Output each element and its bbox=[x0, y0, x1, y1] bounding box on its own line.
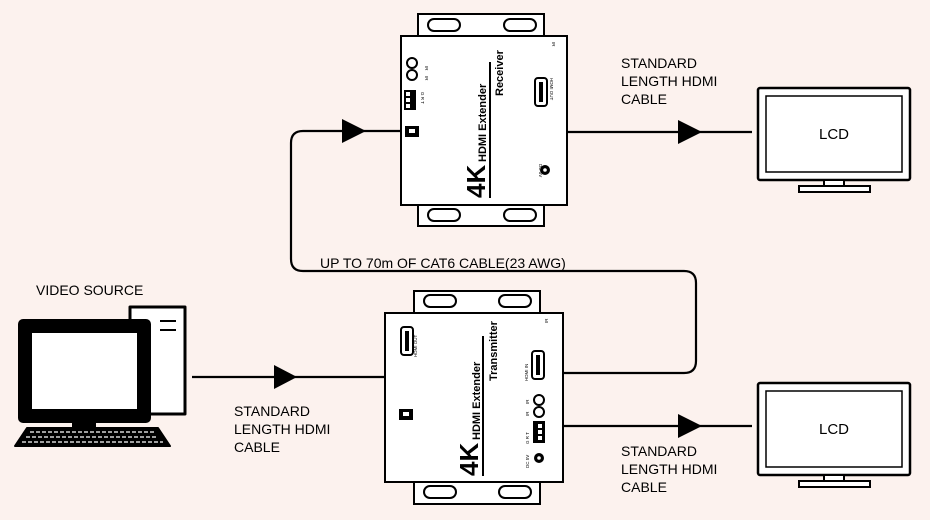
cat6-cable-label: UP TO 70m OF CAT6 CABLE(23 AWG) bbox=[320, 255, 566, 271]
receiver-corner-mark: IR bbox=[551, 42, 556, 47]
terminal-pin bbox=[406, 104, 410, 108]
hdmi-cable-label-line: STANDARD bbox=[621, 443, 697, 459]
transmitter-body bbox=[384, 312, 564, 483]
receiver-dc-port: DC 5V bbox=[538, 164, 550, 177]
arrowheads bbox=[274, 119, 702, 438]
transmitter-mount-hole bbox=[423, 485, 457, 499]
terminal-pin bbox=[538, 430, 542, 434]
computer-icon bbox=[14, 305, 187, 447]
cat6-cable-line bbox=[289, 129, 698, 375]
hdmi-cable-label-line: STANDARD bbox=[234, 403, 310, 419]
receiver-mount-hole bbox=[503, 18, 537, 32]
hdmi-port-inner bbox=[405, 331, 409, 351]
hdmi-port-inner bbox=[539, 82, 543, 102]
hdmi-cable-label-line: LENGTH HDMI bbox=[621, 461, 717, 477]
receiver-unit: 4K HDMI Extender Receiver IR IR G R T HD… bbox=[400, 13, 568, 227]
monitor-screen bbox=[765, 390, 903, 468]
transmitter-hdmi-out-port: HDMI OUT bbox=[400, 326, 418, 357]
transmitter-corner-mark: IR bbox=[544, 318, 549, 323]
hdmi-cable-label-line: CABLE bbox=[234, 439, 280, 455]
transmitter-mount-hole bbox=[498, 294, 532, 308]
receiver-ir-ports: IR IR bbox=[406, 57, 429, 81]
hdmi-cable-label-line: CABLE bbox=[621, 91, 667, 107]
lcd-label: LCD bbox=[819, 421, 849, 438]
transmitter-terminal-block: G R T bbox=[525, 421, 545, 444]
ir-port-label: IR bbox=[525, 399, 530, 404]
lcd-label: LCD bbox=[819, 126, 849, 143]
dc-port-label: DC 5V bbox=[538, 164, 543, 177]
hdmi-cable-label-line: LENGTH HDMI bbox=[621, 73, 717, 89]
transmitter-mount-hole bbox=[423, 294, 457, 308]
hdmi-cable-label-line: LENGTH HDMI bbox=[234, 421, 330, 437]
hdmi-port-label: HDMI IN bbox=[524, 364, 529, 381]
receiver-terminal-block: G R T bbox=[404, 90, 425, 110]
dc-power-inner bbox=[537, 456, 541, 460]
receiver-mount-hole bbox=[427, 18, 461, 32]
transmitter-unit: 4K HDMI Extender Transmitter HDMI OUT HD… bbox=[384, 290, 564, 505]
hdmi-port-label: HDMI OUT bbox=[549, 78, 554, 100]
keyboard-keys bbox=[22, 431, 163, 443]
hdmi-cable-label-line: CABLE bbox=[621, 479, 667, 495]
terminal-pin bbox=[538, 424, 542, 428]
lcd-display-bottom: LCD bbox=[756, 381, 912, 488]
ir-port-label: IR bbox=[424, 66, 429, 71]
monitor-base bbox=[798, 185, 871, 193]
receiver-mount-hole bbox=[503, 208, 537, 222]
rj45-port-notch bbox=[403, 412, 409, 416]
dc-port-label: DC 5V bbox=[525, 455, 530, 468]
transmitter-mount-hole bbox=[498, 485, 532, 499]
transmitter-subtitle: Transmitter bbox=[488, 320, 500, 381]
hdmi-cable-label-source: STANDARD LENGTH HDMI CABLE bbox=[234, 403, 330, 455]
receiver-body bbox=[400, 35, 568, 206]
ir-port-icon bbox=[533, 406, 545, 418]
arrowhead-source bbox=[274, 365, 297, 389]
arrowhead-transmitter-out bbox=[678, 414, 702, 438]
transmitter-hdmi-in-port: HDMI IN bbox=[524, 350, 545, 381]
video-source-label: VIDEO SOURCE bbox=[36, 282, 143, 298]
computer-screen bbox=[32, 333, 137, 409]
terminal-label: G R T bbox=[420, 92, 425, 104]
ir-port-icon bbox=[406, 57, 418, 69]
ir-port-icon bbox=[406, 69, 418, 81]
receiver-rj45-port bbox=[405, 126, 419, 137]
transmitter-model: 4K bbox=[454, 443, 484, 476]
hdmi-port-inner bbox=[536, 355, 540, 375]
terminal-label: G R T bbox=[525, 432, 530, 444]
monitor-base bbox=[798, 480, 871, 488]
ir-port-label: IR bbox=[424, 76, 429, 81]
lcd-display-top: LCD bbox=[756, 86, 912, 193]
dc-power-inner bbox=[543, 168, 547, 172]
hdmi-cable-label-top: STANDARD LENGTH HDMI CABLE bbox=[621, 55, 717, 107]
terminal-pin bbox=[406, 98, 410, 102]
transmitter-dc-port: DC 5V bbox=[525, 453, 544, 468]
ir-port-label: IR bbox=[525, 411, 530, 416]
arrowhead-cat6 bbox=[342, 119, 366, 143]
receiver-hdmi-out-port: HDMI OUT bbox=[534, 77, 554, 107]
terminal-pin bbox=[406, 92, 410, 96]
transmitter-title: HDMI Extender bbox=[471, 361, 483, 440]
receiver-model: 4K bbox=[461, 165, 491, 198]
receiver-mount-hole bbox=[427, 208, 461, 222]
rj45-port-notch bbox=[409, 129, 415, 133]
hdmi-cable-label-bottom: STANDARD LENGTH HDMI CABLE bbox=[621, 443, 717, 495]
terminal-pin bbox=[538, 436, 542, 440]
transmitter-rj45-port bbox=[399, 409, 413, 420]
arrowhead-receiver-out bbox=[678, 120, 702, 144]
hdmi-port-label: HDMI OUT bbox=[413, 335, 418, 357]
transmitter-ir-ports: IR IR bbox=[525, 394, 545, 418]
receiver-subtitle: Receiver bbox=[494, 49, 506, 96]
monitor-screen bbox=[765, 95, 903, 173]
hdmi-cable-label-line: STANDARD bbox=[621, 55, 697, 71]
receiver-title: HDMI Extender bbox=[477, 83, 489, 162]
ir-port-icon bbox=[533, 394, 545, 406]
